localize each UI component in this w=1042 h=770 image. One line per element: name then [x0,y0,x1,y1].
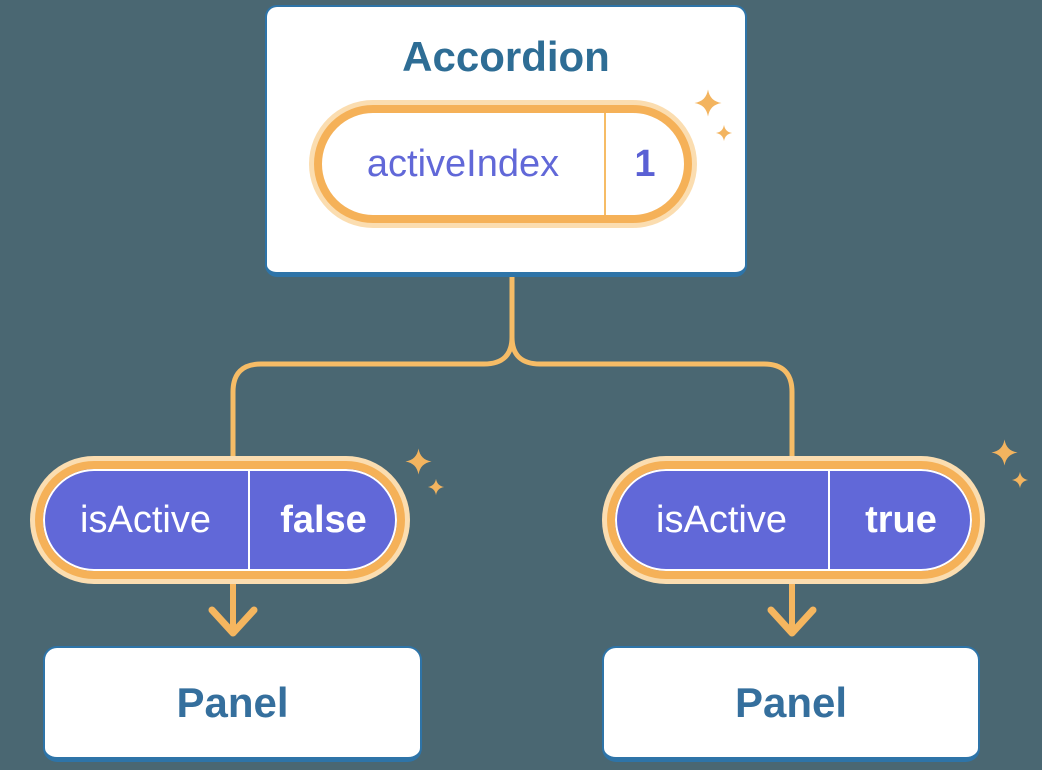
arrow-down-icon-left [208,580,258,637]
pill-divider [248,469,250,571]
sparkle-icon [1011,471,1029,489]
panel-label: Panel [734,678,848,726]
arrow-down-icon-right [767,580,817,637]
prop-pill-right: isActive true [607,461,980,579]
sparkle-icon [991,439,1018,466]
sparkle-icon [405,448,432,475]
sparkle-icon [427,478,445,496]
panel-card-right: Panel [602,646,980,762]
prop-name-label: isActive [80,499,211,541]
state-value-label: 1 [634,143,656,185]
connector-branch-left [230,336,515,475]
sparkle-icon [694,89,722,117]
panel-card-left: Panel [43,646,422,762]
sparkle-icon [715,124,733,142]
prop-value-label: false [280,499,367,541]
prop-name-label: isActive [656,499,787,541]
panel-label: Panel [176,678,289,726]
prop-pill-left: isActive false [35,461,405,579]
state-name-label: activeIndex [366,143,560,185]
connector-branch-right [509,336,795,475]
pill-divider [604,113,606,215]
state-pill: activeIndex 1 [314,105,692,223]
accordion-title: Accordion [402,33,610,80]
prop-value-label: true [865,499,937,541]
pill-divider [828,469,830,571]
accordion-card: Accordion activeIndex 1 [265,5,747,277]
